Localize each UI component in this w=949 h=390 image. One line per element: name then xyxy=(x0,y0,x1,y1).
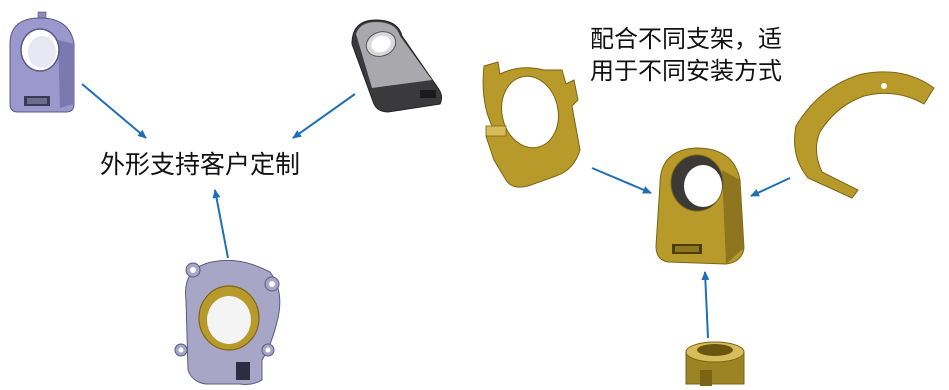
mounting-caption-line-1: 配合不同支架，适 xyxy=(590,25,782,53)
customization-caption: 外形支持客户定制 xyxy=(100,150,301,179)
arrow-purple-to-caption xyxy=(81,83,147,139)
mounting-caption: 配合不同支架，适 用于不同安装方式 xyxy=(590,23,782,87)
mounting-caption-line-2: 用于不同安装方式 xyxy=(590,57,782,85)
gold-bracket-frame-part xyxy=(482,61,581,188)
arrow-cbracket-to-center xyxy=(750,177,791,197)
gold-center-sensor-part xyxy=(655,147,745,265)
purple-ring-sensor-part xyxy=(174,259,281,385)
arrow-frame-to-center xyxy=(591,167,652,194)
arrow-gray-to-caption xyxy=(292,93,356,139)
gray-sensor-part xyxy=(351,19,443,113)
purple-sensor-part xyxy=(9,11,75,113)
gold-c-bracket-part xyxy=(794,71,935,199)
arrow-ring-to-caption xyxy=(212,189,229,259)
gold-cup-adapter-part xyxy=(685,341,745,386)
arrow-cup-to-center xyxy=(701,271,710,339)
